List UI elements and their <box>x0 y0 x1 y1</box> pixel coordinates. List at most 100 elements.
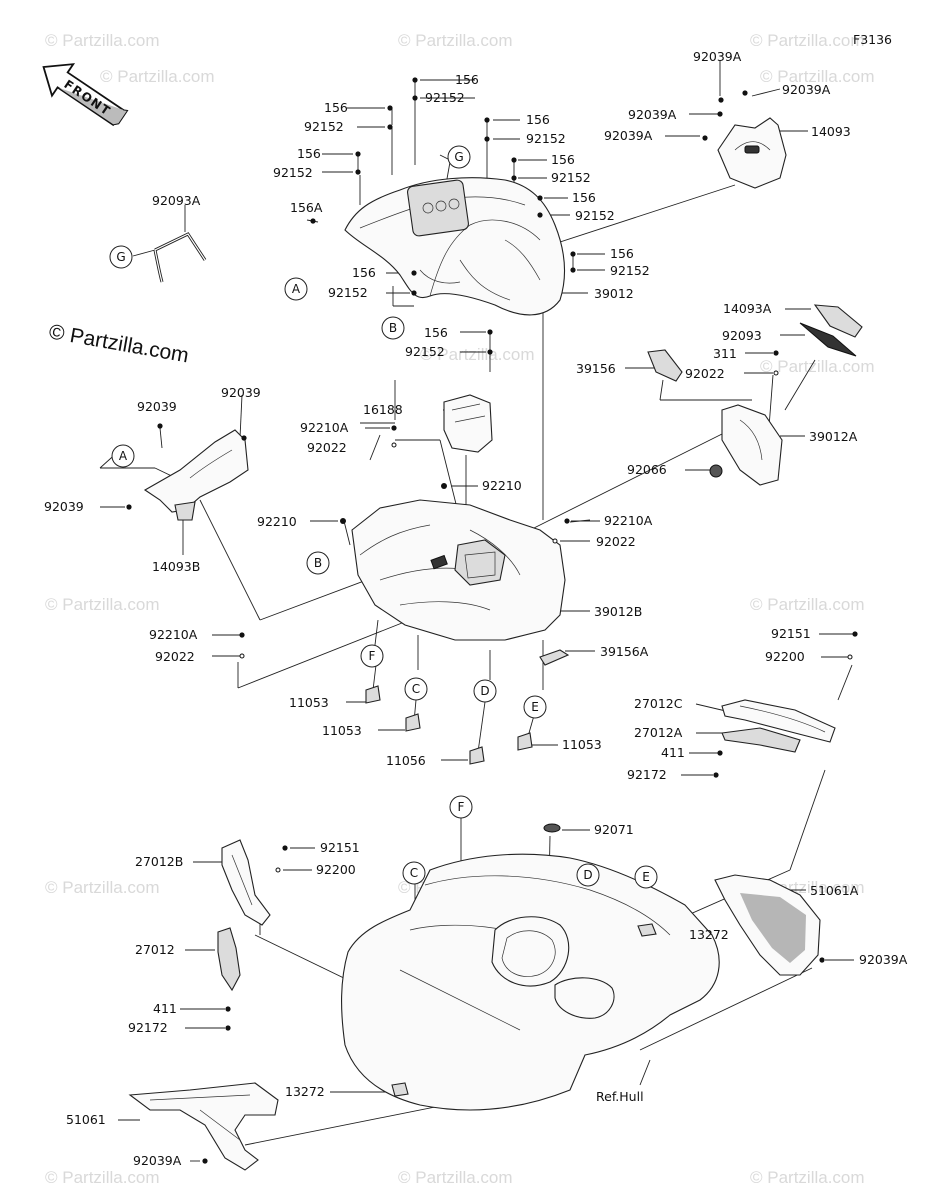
ref-circle-d: D <box>473 679 497 703</box>
ref-circle-g: G <box>447 145 471 169</box>
watermark-text: © Partzilla.com <box>45 595 160 614</box>
part-number: 92039 <box>137 399 177 414</box>
part-number: 92039A <box>782 82 831 97</box>
pad-39156 <box>647 349 683 382</box>
part-number: 156 <box>526 112 550 127</box>
svg-text:D: D <box>480 684 489 698</box>
part-number: 156 <box>324 100 348 115</box>
part-number: 92200 <box>765 649 805 664</box>
part-number: 311 <box>713 346 737 361</box>
part-number: 51061 <box>66 1112 106 1127</box>
rail-27012B <box>221 839 271 926</box>
part-number: 156 <box>572 190 596 205</box>
part-number: 13272 <box>689 927 729 942</box>
grille-51061A <box>714 874 821 976</box>
part-number: 92210 <box>257 514 297 529</box>
bin-16188 <box>443 394 493 453</box>
svg-text:F: F <box>369 649 376 663</box>
ref-circle-b: B <box>381 316 405 340</box>
part-number: 92200 <box>316 862 356 877</box>
rails-27012C-27012A <box>721 699 836 753</box>
part-number: 51061A <box>810 883 859 898</box>
part-number: 92071 <box>594 822 634 837</box>
watermark-text: © Partzilla.com <box>45 31 160 50</box>
svg-text:C: C <box>410 866 418 880</box>
part-number: 92152 <box>405 344 445 359</box>
part-number: 92039A <box>859 952 908 967</box>
part-number: 92022 <box>307 440 347 455</box>
reference-circles: G G A B A B F C D E F C D E <box>109 145 658 889</box>
bracket-92093A <box>153 232 207 283</box>
part-number: 92210 <box>482 478 522 493</box>
ref-circle-e: E <box>523 695 547 719</box>
part-number: 92172 <box>627 767 667 782</box>
part-number: 14093A <box>723 301 772 316</box>
watermark-text: © Partzilla.com <box>45 878 160 897</box>
part-number: 92151 <box>771 626 811 641</box>
pad-13272 <box>391 923 657 1097</box>
part-number: 92152 <box>551 170 591 185</box>
storage-cover-39012 <box>344 177 566 316</box>
svg-text:B: B <box>389 321 397 335</box>
fastener-dots <box>126 77 858 1164</box>
ref-circle-c: C <box>404 677 428 701</box>
ref-circle-f: F <box>360 644 384 668</box>
part-number: 39156A <box>600 644 649 659</box>
watermark-text: © Partzilla.com <box>750 595 865 614</box>
ref-circle-a: A <box>111 444 135 468</box>
part-number: 92039 <box>221 385 261 400</box>
part-number: 92039A <box>133 1153 182 1168</box>
panel-51061 <box>128 1082 279 1171</box>
ref-circle-f: F <box>449 795 473 819</box>
part-number: 39012B <box>594 604 642 619</box>
tub-39012B <box>351 499 566 641</box>
part-number: 27012 <box>135 942 175 957</box>
part-number: 92152 <box>425 90 465 105</box>
part-number: 92152 <box>526 131 566 146</box>
part-number: 92022 <box>155 649 195 664</box>
watermark-text: © Partzilla.com <box>760 357 875 376</box>
part-number: 92152 <box>273 165 313 180</box>
watermark-text: © Partzilla.com <box>750 31 865 50</box>
box-39012A <box>709 404 783 486</box>
part-number: 92039A <box>628 107 677 122</box>
grommet-92071 <box>543 823 561 833</box>
svg-text:A: A <box>292 282 301 296</box>
svg-text:E: E <box>642 870 650 884</box>
part-number: 13272 <box>285 1084 325 1099</box>
svg-text:B: B <box>314 556 322 570</box>
svg-text:A: A <box>119 449 128 463</box>
ref-circle-c: C <box>402 861 426 885</box>
part-number: 14093B <box>152 559 200 574</box>
part-number: 92210A <box>149 627 198 642</box>
watermark-text: © Partzilla.com <box>420 345 535 364</box>
fairing-14093 <box>717 117 787 189</box>
ref-circle-a: A <box>284 277 308 301</box>
part-number: 39012 <box>594 286 634 301</box>
watermark-text: © Partzilla.com <box>100 67 215 86</box>
mat-14093A-92093 <box>799 304 863 357</box>
part-number: 39156 <box>576 361 616 376</box>
part-number: 11053 <box>322 723 362 738</box>
part-number: 92210A <box>300 420 349 435</box>
part-number: 27012C <box>634 696 683 711</box>
part-number: 92172 <box>128 1020 168 1035</box>
watermark-main: © Partzilla.com <box>47 320 190 367</box>
svg-text:F: F <box>458 800 465 814</box>
strip-39156A <box>539 649 570 666</box>
svg-text:D: D <box>583 868 592 882</box>
svg-text:G: G <box>454 150 463 164</box>
part-number: 156 <box>455 72 479 87</box>
part-number: 27012B <box>135 854 183 869</box>
svg-text:C: C <box>412 682 420 696</box>
part-number: 11053 <box>289 695 329 710</box>
part-number: 14093 <box>811 124 851 139</box>
part-number: 411 <box>153 1001 177 1016</box>
part-number: 27012A <box>634 725 683 740</box>
part-number: 92152 <box>304 119 344 134</box>
part-number: 156 <box>424 325 448 340</box>
watermark-text: © Partzilla.com <box>45 1168 160 1187</box>
part-number: 92039A <box>604 128 653 143</box>
part-labels: 92039A 92039A 92039A 92039A 14093 156 92… <box>44 49 908 1168</box>
